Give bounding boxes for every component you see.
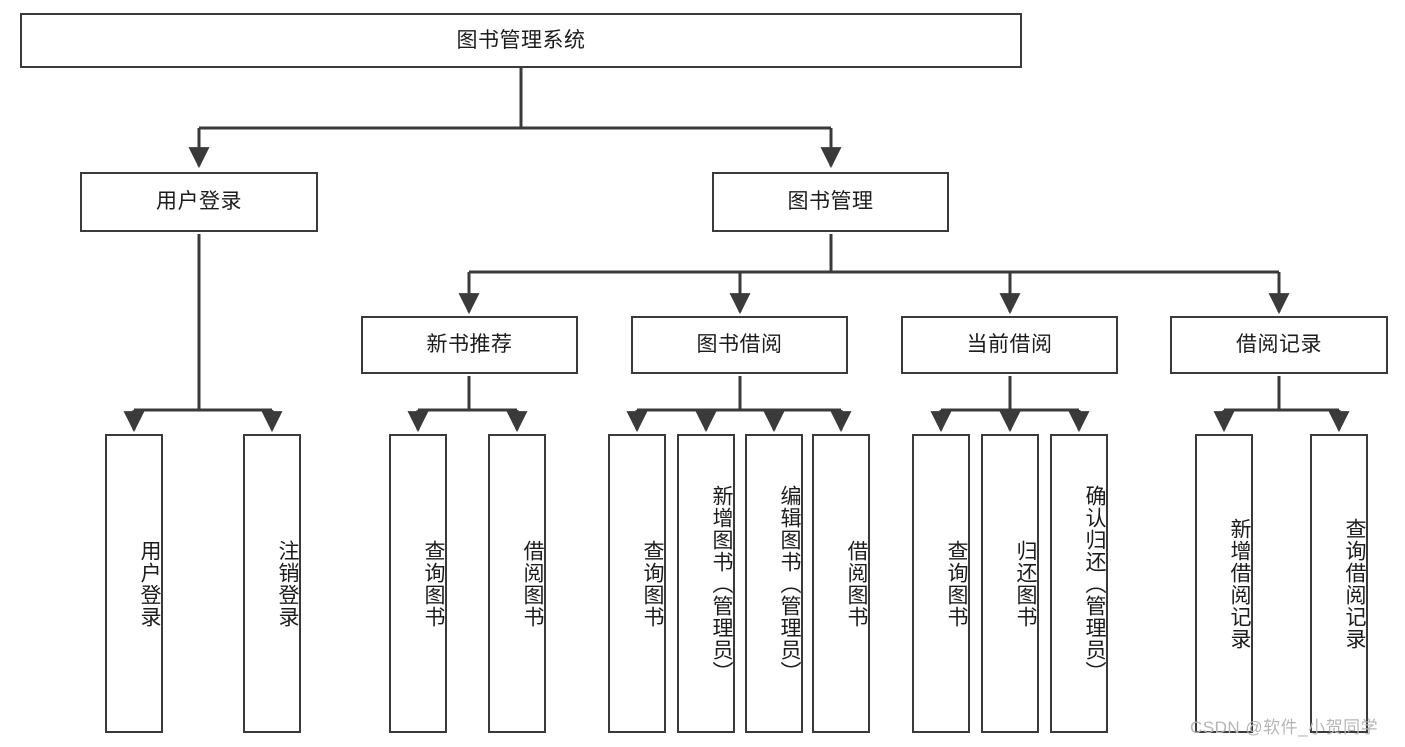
csdn-watermark: CSDN @软件_小贺同学 [1190,718,1379,737]
node-label: 图书管理系统 [456,28,586,52]
node-user-login[interactable]: 用户登录 [80,172,318,232]
node-label: 用户登录 [138,539,161,628]
leaf-query-book-new-recommend[interactable]: 查询图书 [389,434,447,733]
leaf-add-borrow-record[interactable]: 新增借阅记录 [1195,434,1253,733]
node-label: 查询借阅记录 [1343,517,1366,650]
leaf-query-book-borrow[interactable]: 查询图书 [608,434,666,733]
node-label: 新增图书（管理员） [710,484,733,683]
node-label: 当前借阅 [966,333,1053,357]
node-label: 查询图书 [422,539,445,628]
node-label: 用户登录 [156,190,242,214]
node-new-book-recommend[interactable]: 新书推荐 [361,316,578,374]
node-label: 新增借阅记录 [1228,517,1251,650]
node-book-borrow[interactable]: 图书借阅 [631,316,848,374]
node-label: 借阅图书 [845,539,868,628]
leaf-borrow-book-borrow[interactable]: 借阅图书 [812,434,870,733]
leaf-edit-book-admin[interactable]: 编辑图书（管理员） [745,434,803,733]
node-label: 查询图书 [641,539,664,628]
node-label: 借阅图书 [521,539,544,628]
node-book-management[interactable]: 图书管理 [712,172,949,232]
node-label: 编辑图书（管理员） [778,484,801,683]
node-label: 借阅记录 [1236,333,1322,357]
node-label: 新书推荐 [426,333,513,357]
node-label: 图书管理 [787,190,874,214]
leaf-logout-login[interactable]: 注销登录 [243,434,301,733]
node-label: 确认归还（管理员） [1083,484,1106,683]
node-label: 查询图书 [945,539,968,628]
leaf-user-login[interactable]: 用户登录 [105,434,163,733]
leaf-query-borrow-record[interactable]: 查询借阅记录 [1310,434,1368,733]
leaf-query-book-current[interactable]: 查询图书 [912,434,970,733]
leaf-confirm-return-admin[interactable]: 确认归还（管理员） [1050,434,1108,733]
leaf-return-book[interactable]: 归还图书 [981,434,1039,733]
leaf-borrow-book-new-recommend[interactable]: 借阅图书 [488,434,546,733]
node-label: 注销登录 [276,539,299,628]
leaf-add-book-admin[interactable]: 新增图书（管理员） [677,434,735,733]
node-label: 归还图书 [1014,539,1037,628]
node-label: 图书借阅 [696,333,783,357]
node-current-borrow[interactable]: 当前借阅 [901,316,1118,374]
node-root-book-management-system[interactable]: 图书管理系统 [20,13,1022,68]
node-borrow-record[interactable]: 借阅记录 [1170,316,1388,374]
